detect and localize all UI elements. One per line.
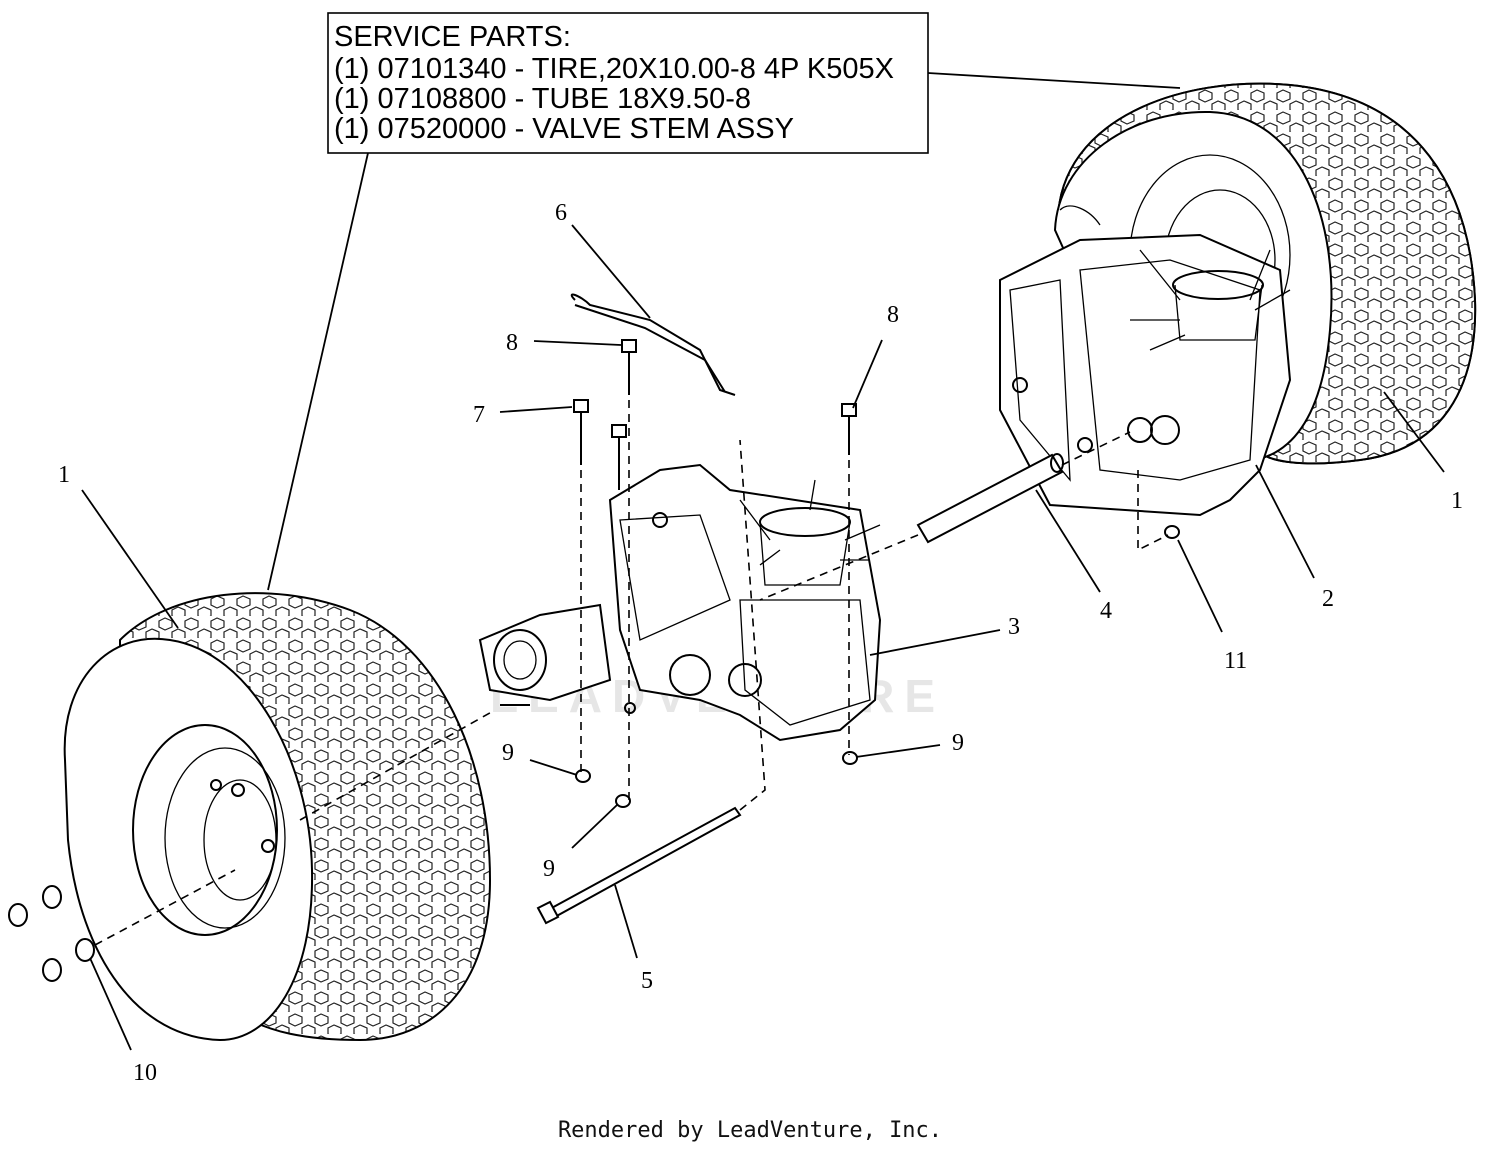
- callout-4: 4: [1100, 598, 1112, 624]
- callout-9-bottom: 9: [543, 856, 555, 882]
- callout-9-left: 9: [502, 740, 514, 766]
- callout-9-right: 9: [952, 730, 964, 756]
- callout-10: 10: [133, 1060, 157, 1086]
- long-bolt: [536, 439, 766, 925]
- lug-nuts-10: [8, 709, 496, 982]
- bolt-8-right: [841, 403, 857, 755]
- callout-7: 7: [473, 402, 485, 428]
- service-part-line-tube: (1) 07108800 - TUBE 18X9.50-8: [334, 83, 751, 115]
- bolt-7: [573, 399, 589, 775]
- transaxle-left: [478, 463, 882, 742]
- callout-3: 3: [1008, 614, 1020, 640]
- service-part-line-tire: (1) 07101340 - TIRE,20X10.00-8 4P K505X: [334, 53, 894, 85]
- callout-leaders: [81, 224, 1445, 1051]
- nut-11: [1137, 470, 1180, 552]
- service-part-line-valve-stem: (1) 07520000 - VALVE STEM ASSY: [334, 113, 794, 145]
- callout-8-right: 8: [887, 302, 899, 328]
- callout-5: 5: [641, 968, 653, 994]
- callout-1-right: 1: [1451, 488, 1463, 514]
- axle-tube: [759, 431, 1131, 601]
- service-parts-box: SERVICE PARTS: (1) 07101340 - TIRE,20X10…: [267, 12, 1181, 591]
- callout-1-left: 1: [58, 462, 70, 488]
- bolt-8-left: [621, 339, 637, 800]
- nuts-9: [575, 751, 858, 808]
- service-box-leader-right: [927, 72, 1181, 89]
- service-box-leader-left: [267, 152, 369, 591]
- callout-8-left: 8: [506, 330, 518, 356]
- bolt-8-mid: [611, 424, 627, 490]
- service-parts-title: SERVICE PARTS:: [334, 21, 571, 53]
- tire-left: [63, 592, 492, 1042]
- spring-rod: [570, 293, 736, 396]
- callout-2: 2: [1322, 586, 1334, 612]
- render-credit-footer: Rendered by LeadVenture, Inc.: [557, 1118, 943, 1143]
- callout-11: 11: [1224, 648, 1247, 674]
- callout-6: 6: [555, 200, 567, 226]
